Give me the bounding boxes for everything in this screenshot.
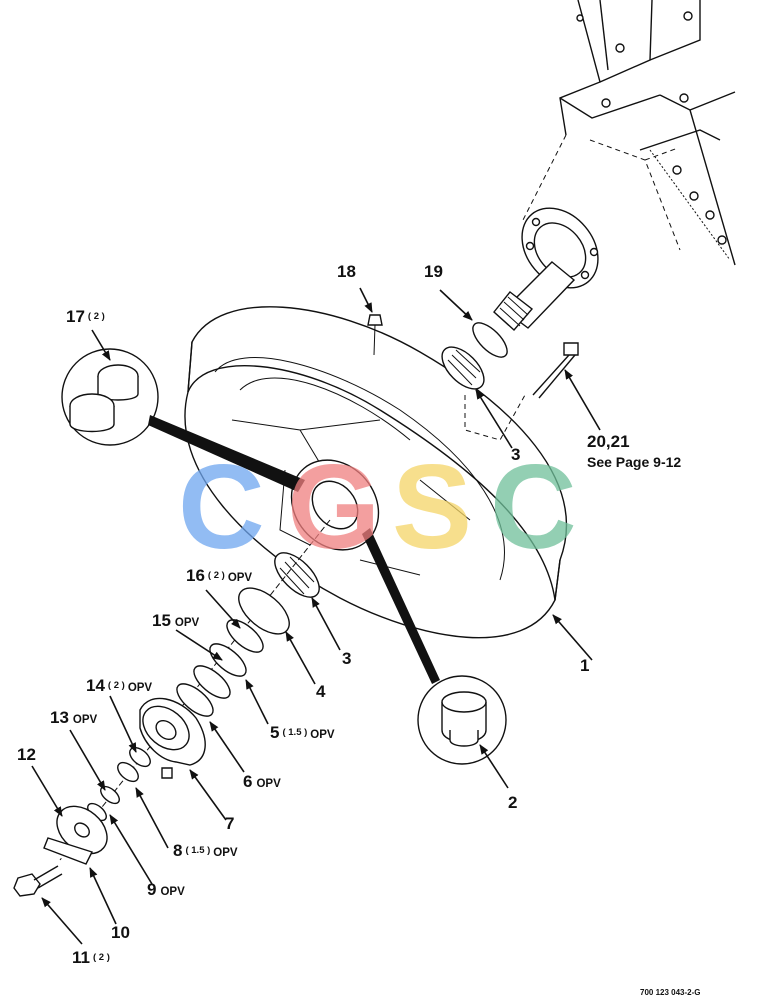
callout-16: 16( 2 )OPV bbox=[186, 566, 252, 585]
bolt bbox=[532, 342, 579, 399]
callout-11: 11( 2 ) bbox=[72, 948, 110, 967]
leader-lines bbox=[31, 287, 601, 945]
figure-id: 700 123 043-2-G bbox=[640, 988, 701, 997]
callout-4: 4 bbox=[316, 682, 326, 701]
callout-20-21: 20,21 bbox=[587, 432, 630, 451]
lower-bearing bbox=[274, 552, 320, 598]
callout-1: 1 bbox=[580, 656, 589, 675]
watermark-letter: G bbox=[287, 440, 380, 574]
callout-17: 17( 2 ) bbox=[66, 307, 105, 326]
grease-fitting bbox=[367, 314, 383, 356]
callout-14: 14( 2 )OPV bbox=[86, 676, 152, 695]
see-page-note: See Page 9-12 bbox=[587, 454, 681, 470]
callout-19: 19 bbox=[424, 262, 443, 281]
cap-screw bbox=[13, 865, 63, 897]
callout-3-lower: 3 bbox=[342, 649, 351, 668]
callout-8: 8( 1.5 )OPV bbox=[173, 841, 238, 860]
callout-12: 12 bbox=[17, 745, 36, 764]
callout-5: 5( 1.5 )OPV bbox=[270, 723, 335, 742]
watermark-letter: S bbox=[392, 440, 472, 574]
callout-labels: 17( 2 ) 18 19 20,21 See Page 9-12 3 1 2 … bbox=[17, 262, 701, 997]
callout-2: 2 bbox=[508, 793, 517, 812]
watermark-logo: C G S C bbox=[178, 440, 577, 574]
upper-bearing bbox=[441, 322, 526, 441]
detail-circle-bushings bbox=[61, 348, 305, 492]
watermark-letter: C bbox=[490, 440, 577, 574]
callout-7: 7 bbox=[225, 814, 234, 833]
callout-18: 18 bbox=[337, 262, 356, 281]
callout-3-upper: 3 bbox=[511, 445, 520, 464]
detail-circle-sleeve bbox=[362, 528, 507, 765]
callout-10: 10 bbox=[111, 923, 130, 942]
end-cap bbox=[139, 697, 206, 779]
gearbox-housing bbox=[493, 0, 736, 332]
retainer-plate bbox=[43, 805, 108, 865]
watermark-letter: C bbox=[178, 440, 265, 574]
